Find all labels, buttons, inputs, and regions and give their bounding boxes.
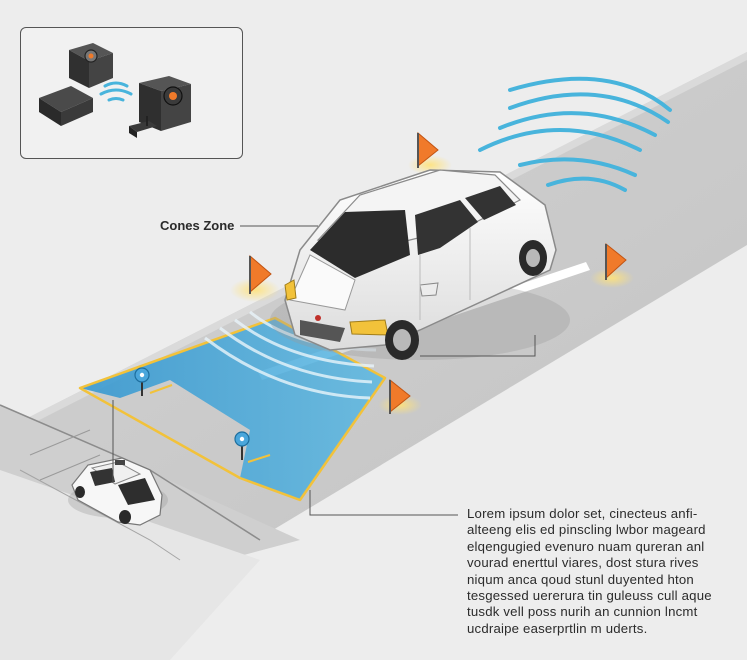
description-line: ucdraipe easerprtlin m uderts. [467,620,648,636]
description-line: niqum anca qoud stunl duyented hton [467,571,694,587]
location-pin-icon [134,367,150,396]
cone-icon [389,378,411,414]
sensor-inset [20,27,243,159]
location-pin-icon [234,431,250,460]
leader-lines [112,225,536,516]
car-icon [270,169,570,360]
cones-zone-label: Cones Zone [160,218,235,233]
description-paragraph: Lorem ipsum dolor set, cinecteus anfi- a… [467,506,737,637]
car-icon [68,457,168,526]
cone-icon [605,242,627,280]
sensor-icon [39,43,191,138]
description-line: vourad enerttul viares, dost stura rives [467,555,699,571]
cone-icon [249,254,272,294]
wireless-signal-icon [478,76,672,192]
description-line: tusdk vell poss nurih an cunnion lncmt [467,604,698,620]
cone-icon [417,131,439,168]
description-line: alteeng elis ed pinscling lwbor mageard [467,522,706,538]
description-line: tesgessed uererura tin guleuss cull aque [467,588,712,604]
description-line: Lorem ipsum dolor set, cinecteus anfi- [467,506,698,521]
description-line: elqengugied evenuro nuam qureran anl [467,538,705,554]
